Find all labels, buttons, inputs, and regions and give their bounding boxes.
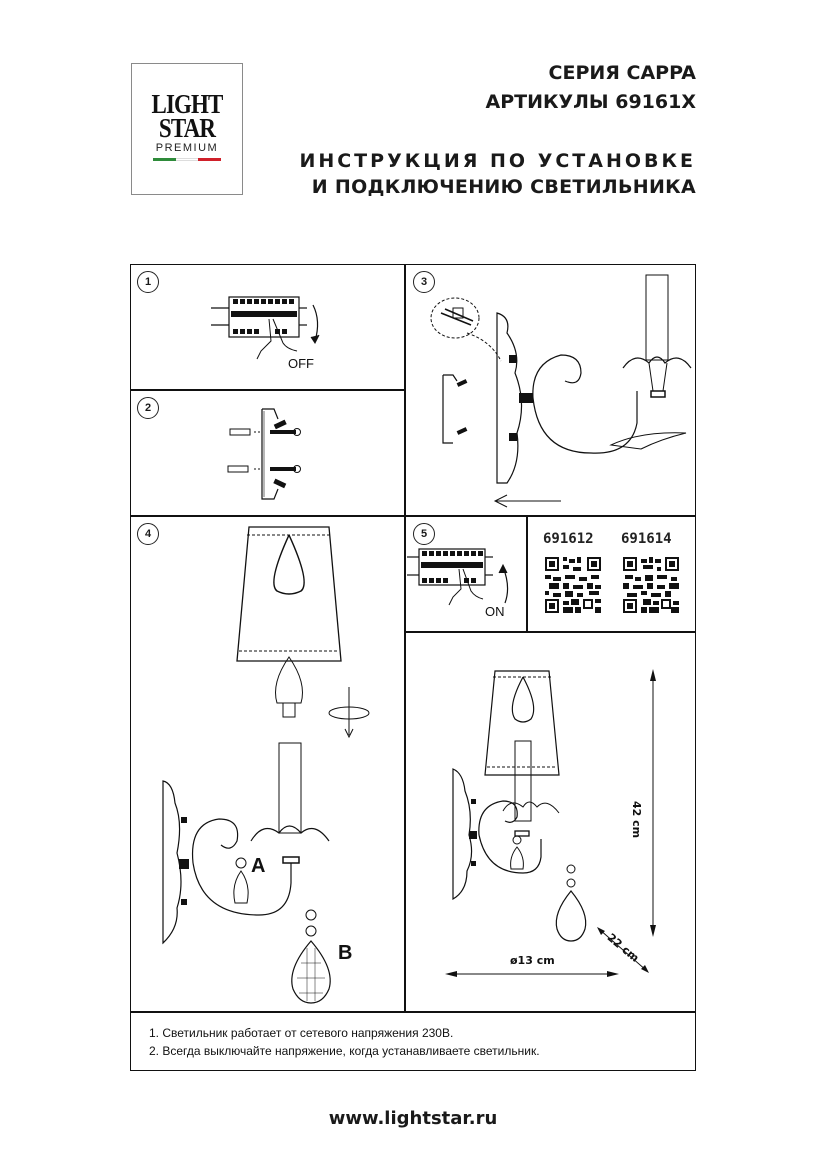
series-title: СЕРИЯ CAPPA: [548, 62, 696, 84]
step-number-1: 1: [137, 271, 159, 293]
step-number-2: 2: [137, 397, 159, 419]
qr-code-label-691612: 691612: [543, 531, 594, 547]
qr-code-label-691614: 691614: [621, 531, 672, 547]
notes-list: 1. Светильник работает от сетевого напря…: [149, 1024, 540, 1060]
instruction-grid: 1 OFF 2: [130, 264, 696, 1071]
divider-5-dimensions: [404, 631, 695, 633]
qr-code-691612[interactable]: [545, 557, 601, 613]
document-title-line1: ИНСТРУКЦИЯ ПО УСТАНОВКЕ: [299, 150, 696, 172]
step-number-5: 5: [413, 523, 435, 545]
logo-text-star: STAR: [158, 113, 216, 143]
logo-text-light: LIGHT: [151, 89, 223, 119]
article-numbers: АРТИКУЛЫ 69161X: [485, 91, 696, 113]
divider-5-qr: [526, 515, 528, 631]
note-item: 2. Всегда выключайте напряжение, когда у…: [149, 1044, 540, 1058]
document-title-line2: И ПОДКЛЮЧЕНИЮ СВЕТИЛЬНИКА: [311, 176, 696, 198]
pendant-label-b: B: [338, 942, 353, 964]
logo-text-premium: PREMIUM: [155, 142, 219, 154]
divider-top-bottom: [131, 515, 695, 517]
off-label: OFF: [288, 356, 314, 371]
mounting-bracket-icon: [227, 408, 301, 500]
step-number-3: 3: [413, 271, 435, 293]
dimensioned-fixture-illustration: [445, 669, 656, 977]
pendant-label-a: A: [251, 855, 266, 877]
notes-panel: 1. Светильник работает от сетевого напря…: [131, 1012, 695, 1070]
breaker-switch-on-icon: [407, 548, 509, 606]
qr-code-691614[interactable]: [623, 557, 679, 613]
bulb-and-shade-assembly-illustration: [162, 526, 370, 1004]
breaker-switch-off-icon: [211, 296, 320, 360]
divider-notes: [131, 1011, 695, 1013]
height-dimension-label: 42 cm: [630, 801, 643, 839]
italian-flag-stripe: [153, 158, 222, 161]
divider-1-2: [131, 389, 405, 391]
diameter-dimension-label: ø13 cm: [510, 954, 555, 967]
on-label: ON: [485, 604, 505, 619]
fixture-connection-illustration: [430, 274, 692, 508]
divider-vertical-main: [404, 265, 406, 1011]
brand-logo: LIGHT STAR PREMIUM: [131, 63, 243, 195]
website-link[interactable]: www.lightstar.ru: [328, 1108, 498, 1129]
note-item: 1. Светильник работает от сетевого напря…: [149, 1026, 454, 1040]
step-number-4: 4: [137, 523, 159, 545]
